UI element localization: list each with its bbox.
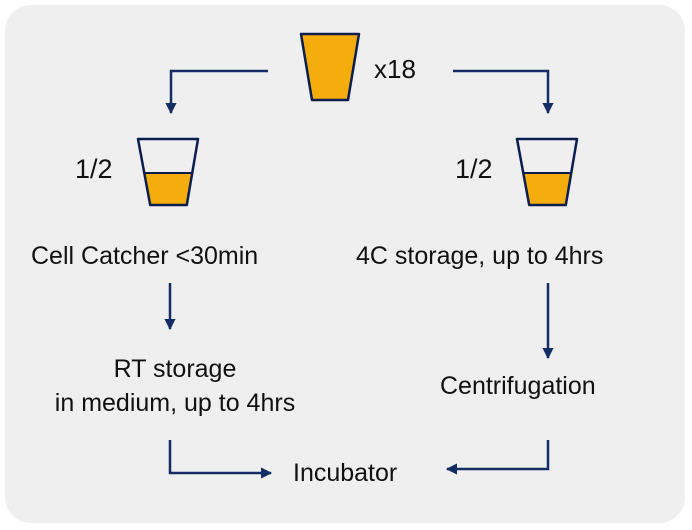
incubator-label: Incubator xyxy=(293,459,398,487)
left-fraction-label: 1/2 xyxy=(75,154,113,184)
left-step1-label: Cell Catcher <30min xyxy=(31,242,259,270)
arrow-top-to-left xyxy=(165,69,268,115)
right-step2-label: Centrifugation xyxy=(440,372,596,400)
arrow-top-to-right xyxy=(453,69,554,115)
left-step2-line1: RT storage xyxy=(113,355,237,383)
right-step1-label: 4C storage, up to 4hrs xyxy=(356,242,604,270)
arrow-right-to-incubator xyxy=(445,440,550,475)
left-step2-line2: in medium, up to 4hrs xyxy=(54,389,296,417)
full-cup-icon xyxy=(299,32,361,102)
left-step2-label: RT storage in medium, up to 4hrs xyxy=(40,354,310,418)
arrow-left-to-incubator xyxy=(168,440,273,479)
multiplier-label: x18 xyxy=(374,54,416,84)
right-fraction-label: 1/2 xyxy=(455,154,493,184)
half-cup-icon xyxy=(515,137,579,207)
half-cup-icon xyxy=(136,137,200,207)
